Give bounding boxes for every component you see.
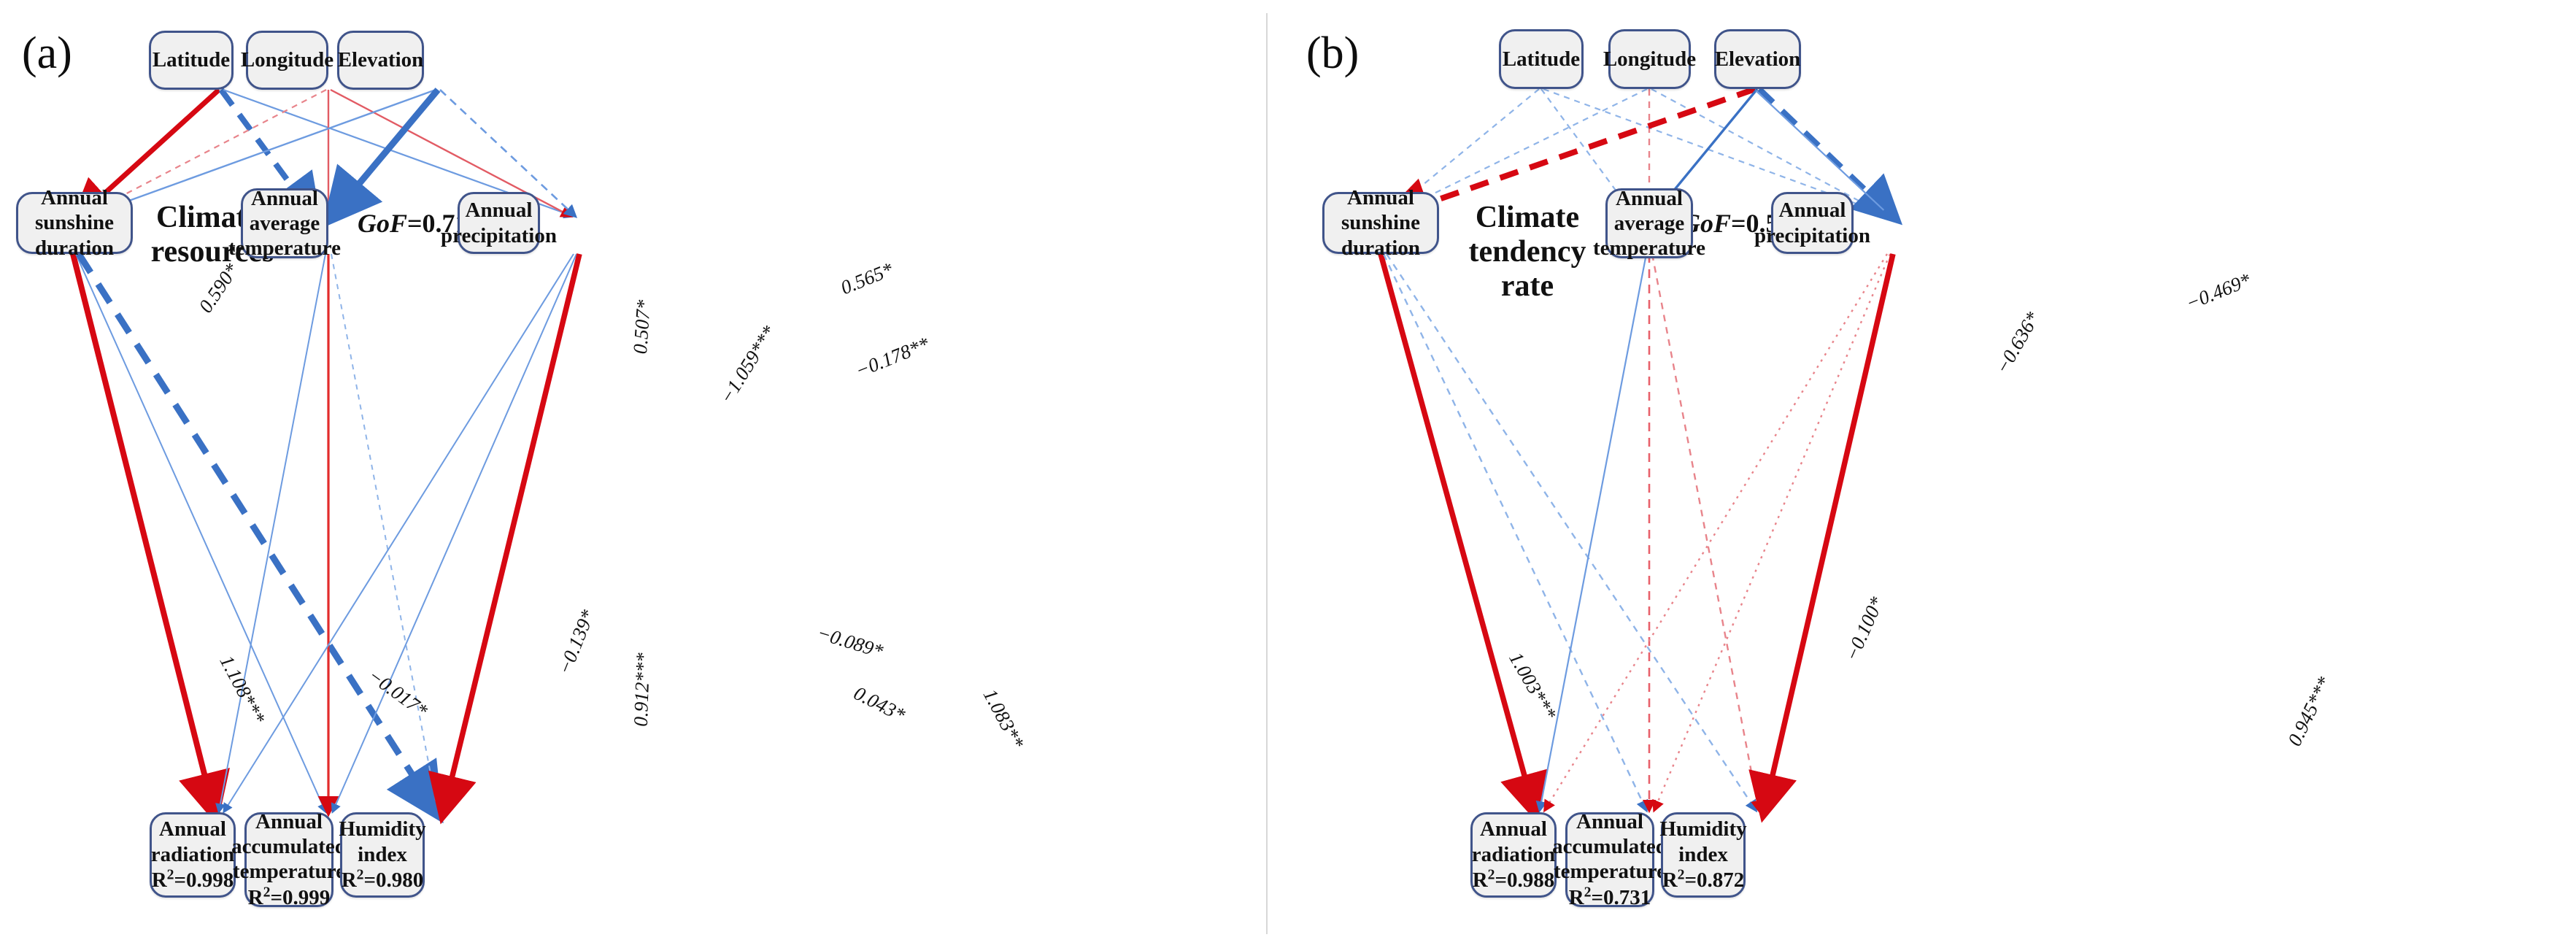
node-r2: R2=0.999 [247, 884, 331, 910]
panel-a-node-annual-accumulated-temperature[interactable]: Annual accumulated temperature R2=0.999 [231, 810, 347, 909]
panel-b-label: (b) [1306, 28, 1360, 78]
node-label-line1: Annual sunshine [1341, 186, 1420, 235]
node-label-line1: Annual [1576, 809, 1643, 833]
node-label-line2: precipitation [1754, 223, 1870, 247]
panel-a-label: (a) [22, 28, 72, 78]
node-label-line1: Annual [255, 809, 323, 833]
panel-a-node-annual-average-temperature[interactable]: Annual average temperature [228, 187, 341, 260]
panel-b-node-annual-sunshine-duration[interactable]: Annual sunshine duration [1322, 186, 1439, 260]
node-label-line2: radiation [150, 842, 235, 866]
node-label: Annual precipitation [435, 198, 563, 247]
node-label-line3: temperature [1553, 860, 1667, 884]
node-label: Elevation [337, 48, 424, 72]
panel-a-node-elevation[interactable]: Elevation [337, 31, 424, 90]
panel-a-edges [69, 88, 582, 825]
node-label-line1: Annual [1778, 199, 1846, 223]
node-label: Annual average temperature [1587, 186, 1711, 261]
panel-divider [1266, 13, 1268, 934]
panel-a-node-annual-precipitation[interactable]: Annual precipitation [441, 192, 557, 254]
node-label-line2: duration [35, 236, 114, 260]
node-r2: R2=0.980 [341, 866, 424, 893]
node-r2: R2=0.731 [1568, 884, 1651, 910]
node-label: Annual average temperature [223, 186, 347, 261]
panel-b-node-latitude[interactable]: Latitude [1499, 29, 1584, 89]
node-label-line2: accumulated [231, 834, 347, 858]
panel-b-node-annual-radiation[interactable]: Annual radiation R2=0.988 [1470, 812, 1557, 898]
node-r2: R2=0.988 [1472, 866, 1555, 893]
node-label-line2: average [1613, 211, 1685, 235]
node-label-line2: index [1678, 842, 1728, 866]
construct-line1: Climate [1475, 201, 1580, 234]
panel-b-node-humidity-index[interactable]: Humidity index R2=0.872 [1659, 812, 1747, 898]
node-r2: R2=0.998 [151, 866, 234, 893]
panel-b-node-annual-average-temperature[interactable]: Annual average temperature [1593, 187, 1705, 260]
node-label-line1: Annual [465, 199, 533, 223]
node-label-line1: Annual [1480, 817, 1547, 841]
node-label: Humidity index R2=0.872 [1654, 817, 1752, 893]
node-label: Annual accumulated temperature R2=0.999 [225, 809, 352, 911]
node-label-line1: Annual [1616, 186, 1683, 210]
node-label-line3: temperature [232, 860, 346, 884]
node-label-line2: duration [1341, 236, 1420, 260]
node-label: Humidity index R2=0.980 [333, 817, 431, 893]
node-label-line2: accumulated [1552, 834, 1667, 858]
node-label-line2: average [249, 211, 320, 235]
node-label: Longitude [1603, 47, 1697, 71]
panel-a-node-humidity-index[interactable]: Humidity index R2=0.980 [339, 812, 426, 898]
node-label-line1: Humidity [1659, 817, 1747, 841]
panel-b-construct-label: Climate tendency rate [1443, 201, 1611, 304]
node-label-line1: Annual sunshine [34, 186, 114, 235]
panel-a: (a) [0, 0, 1270, 948]
panel-b-node-longitude[interactable]: Longitude [1603, 29, 1696, 89]
node-label-line2: index [358, 842, 407, 866]
panel-a-node-annual-sunshine-duration[interactable]: Annual sunshine duration [16, 186, 133, 260]
node-label: Annual precipitation [1748, 198, 1876, 247]
node-label: Latitude [1502, 47, 1581, 71]
node-label-line3: temperature [1592, 236, 1706, 261]
node-label-line3: temperature [228, 236, 342, 261]
node-label: Latitude [152, 48, 231, 72]
node-label-line2: radiation [1471, 842, 1556, 866]
node-label: Annual sunshine duration [18, 185, 131, 261]
panel-a-path-label-0507: 0.507* [628, 298, 655, 355]
panel-b-edges [1377, 86, 1903, 823]
node-label: Longitude [240, 48, 334, 72]
panel-b-node-annual-accumulated-temperature[interactable]: Annual accumulated temperature R2=0.731 [1552, 810, 1667, 909]
panel-a-path-label-0912: 0.912*** [629, 652, 655, 728]
node-label: Annual accumulated temperature R2=0.731 [1546, 809, 1673, 911]
gof-prefix: GoF [358, 209, 408, 238]
panel-b-node-elevation[interactable]: Elevation [1714, 29, 1801, 89]
panel-b-node-annual-precipitation[interactable]: Annual precipitation [1754, 192, 1870, 254]
node-label-line1: Annual [251, 186, 318, 210]
node-label: Elevation [1714, 47, 1801, 71]
panel-b: (b) [1270, 0, 2576, 948]
node-label-line1: Annual [159, 817, 226, 841]
panel-a-node-longitude[interactable]: Longitude [241, 31, 333, 90]
node-label: Annual sunshine duration [1324, 185, 1437, 261]
node-label-line1: Humidity [339, 817, 426, 841]
panel-a-node-latitude[interactable]: Latitude [149, 31, 234, 90]
construct-line2: tendency rate [1468, 235, 1586, 304]
panel-a-node-annual-radiation[interactable]: Annual radiation R2=0.998 [150, 812, 236, 898]
node-label-line2: precipitation [441, 223, 557, 247]
node-r2: R2=0.872 [1662, 866, 1745, 893]
